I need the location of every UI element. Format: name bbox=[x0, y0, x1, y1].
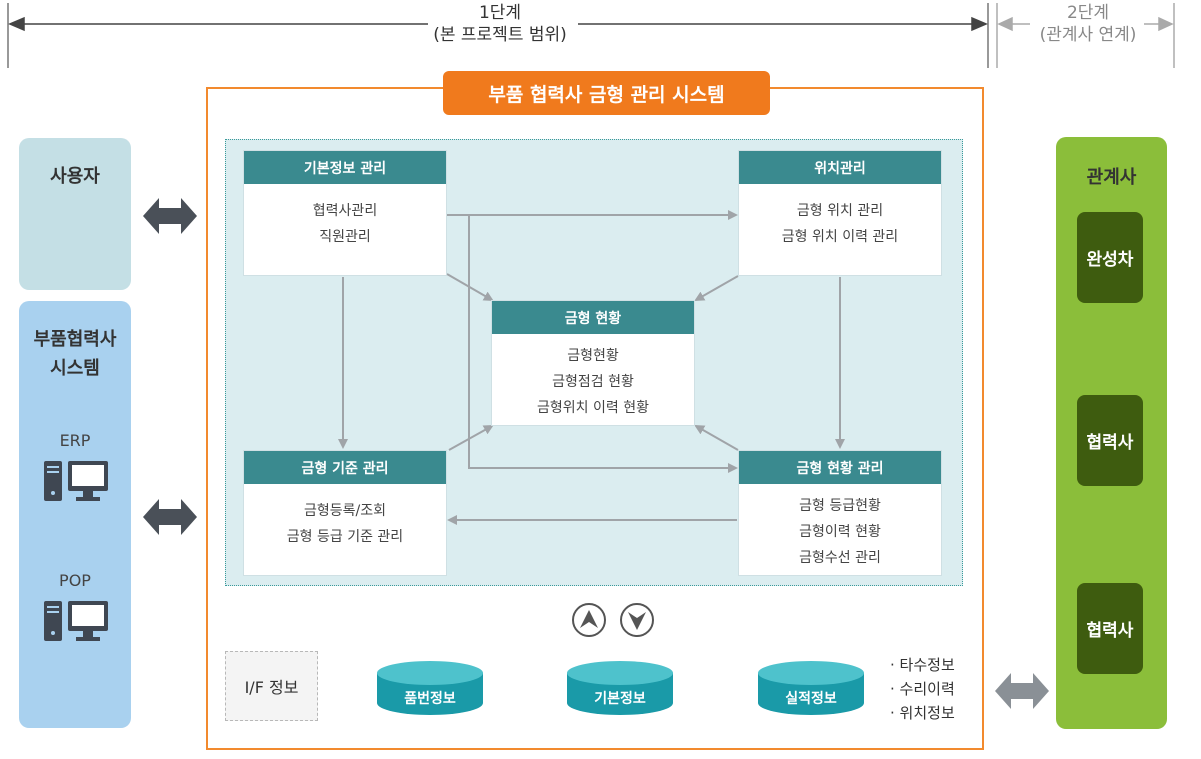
status-mgmt-to-status-arrow bbox=[694, 425, 739, 451]
basic-info-title: 기본정보 관리 bbox=[244, 151, 446, 184]
card-item: 금형이력 현황 bbox=[799, 524, 881, 540]
card-item: 금형점검 현황 bbox=[552, 374, 634, 390]
database-icon bbox=[567, 661, 673, 715]
phase2-label: 2단계 (관계사 연계) bbox=[1018, 2, 1158, 46]
mold-status-mgmt-title: 금형 현황 관리 bbox=[739, 451, 941, 484]
erp-label: ERP bbox=[59, 431, 91, 450]
performance-db: 실적정보 bbox=[757, 660, 865, 716]
chevron-up-circle-icon bbox=[572, 603, 606, 637]
related-sync-arrow-icon bbox=[995, 673, 1049, 709]
phase1-arrow bbox=[8, 16, 988, 32]
card-item: 금형 위치 관리 bbox=[796, 203, 884, 219]
basic-info-db: 기본정보 bbox=[566, 660, 674, 716]
basic-to-status-arrow bbox=[446, 273, 494, 302]
partner-system-title: 부품협력사 시스템 bbox=[33, 329, 117, 379]
user-panel: 사용자 bbox=[19, 138, 131, 290]
basic-to-status-mgmt-arrow bbox=[468, 215, 738, 473]
location-title: 위치관리 bbox=[739, 151, 941, 184]
partner-box-2: 협력사 bbox=[1077, 583, 1143, 674]
info-bullet-list: 타수정보 수리이력 위치정보 bbox=[890, 653, 955, 725]
phase2-arrow bbox=[997, 16, 1174, 32]
list-item: 위치정보 bbox=[890, 701, 955, 725]
card-item: 직원관리 bbox=[319, 229, 371, 245]
card-item: 금형등록/조회 bbox=[304, 503, 386, 519]
pop-label: POP bbox=[59, 571, 91, 590]
phase2-subtitle: (관계사 연계) bbox=[1039, 25, 1137, 45]
database-label: 품번정보 bbox=[404, 691, 456, 707]
basic-info-card: 기본정보 관리 협력사관리 직원관리 bbox=[243, 150, 447, 276]
mold-status-card: 금형 현황 금형현황 금형점검 현황 금형위치 이력 현황 bbox=[491, 300, 695, 426]
database-label: 실적정보 bbox=[785, 691, 837, 707]
phase1-subtitle: (본 프로젝트 범위) bbox=[433, 25, 567, 45]
phase-scope-lines bbox=[7, 3, 1175, 68]
database-label: 기본정보 bbox=[594, 691, 646, 707]
location-to-status-arrow bbox=[694, 275, 739, 301]
database-icon bbox=[377, 661, 483, 715]
card-item: 금형 위치 이력 관리 bbox=[781, 229, 899, 245]
erp-computer-icon bbox=[44, 461, 108, 501]
mold-status-mgmt-card: 금형 현황 관리 금형 등급현황 금형이력 현황 금형수선 관리 bbox=[738, 450, 942, 576]
location-card: 위치관리 금형 위치 관리 금형 위치 이력 관리 bbox=[738, 150, 942, 276]
chevron-down-circle-icon bbox=[620, 603, 654, 637]
phase2-title: 2단계 bbox=[1066, 3, 1110, 23]
card-item: 협력사관리 bbox=[312, 203, 378, 219]
criteria-to-status-arrow bbox=[448, 425, 494, 451]
phase1-label: 1단계 (본 프로젝트 범위) bbox=[390, 2, 610, 46]
user-panel-title: 사용자 bbox=[50, 166, 100, 187]
mold-status-title: 금형 현황 bbox=[492, 301, 694, 334]
partner-sync-arrow-icon bbox=[143, 499, 197, 535]
partner-box-1: 협력사 bbox=[1077, 395, 1143, 486]
oem-box: 완성차 bbox=[1077, 212, 1143, 303]
list-item: 수리이력 bbox=[890, 677, 955, 701]
card-item: 금형 등급 기준 관리 bbox=[286, 529, 404, 545]
card-item: 금형 등급현황 bbox=[799, 498, 881, 514]
card-item: 금형현황 bbox=[567, 348, 619, 364]
mold-criteria-card: 금형 기준 관리 금형등록/조회 금형 등급 기준 관리 bbox=[243, 450, 447, 576]
database-icon bbox=[758, 661, 864, 715]
card-item: 금형위치 이력 현황 bbox=[537, 400, 649, 416]
user-sync-arrow-icon bbox=[143, 198, 197, 234]
partner-system-panel: 부품협력사 시스템 ERP POP bbox=[19, 301, 131, 728]
system-title: 부품 협력사 금형 관리 시스템 bbox=[443, 71, 770, 115]
mold-criteria-title: 금형 기준 관리 bbox=[244, 451, 446, 484]
card-item: 금형수선 관리 bbox=[799, 550, 881, 566]
related-companies-panel: 관계사 완성차 협력사 협력사 bbox=[1056, 137, 1167, 729]
list-item: 타수정보 bbox=[890, 653, 955, 677]
related-panel-title: 관계사 bbox=[1086, 167, 1137, 188]
pop-computer-icon bbox=[44, 601, 108, 641]
interface-info-box: I/F 정보 bbox=[225, 651, 318, 721]
phase1-title: 1단계 bbox=[478, 3, 522, 23]
part-number-db: 품번정보 bbox=[376, 660, 484, 716]
